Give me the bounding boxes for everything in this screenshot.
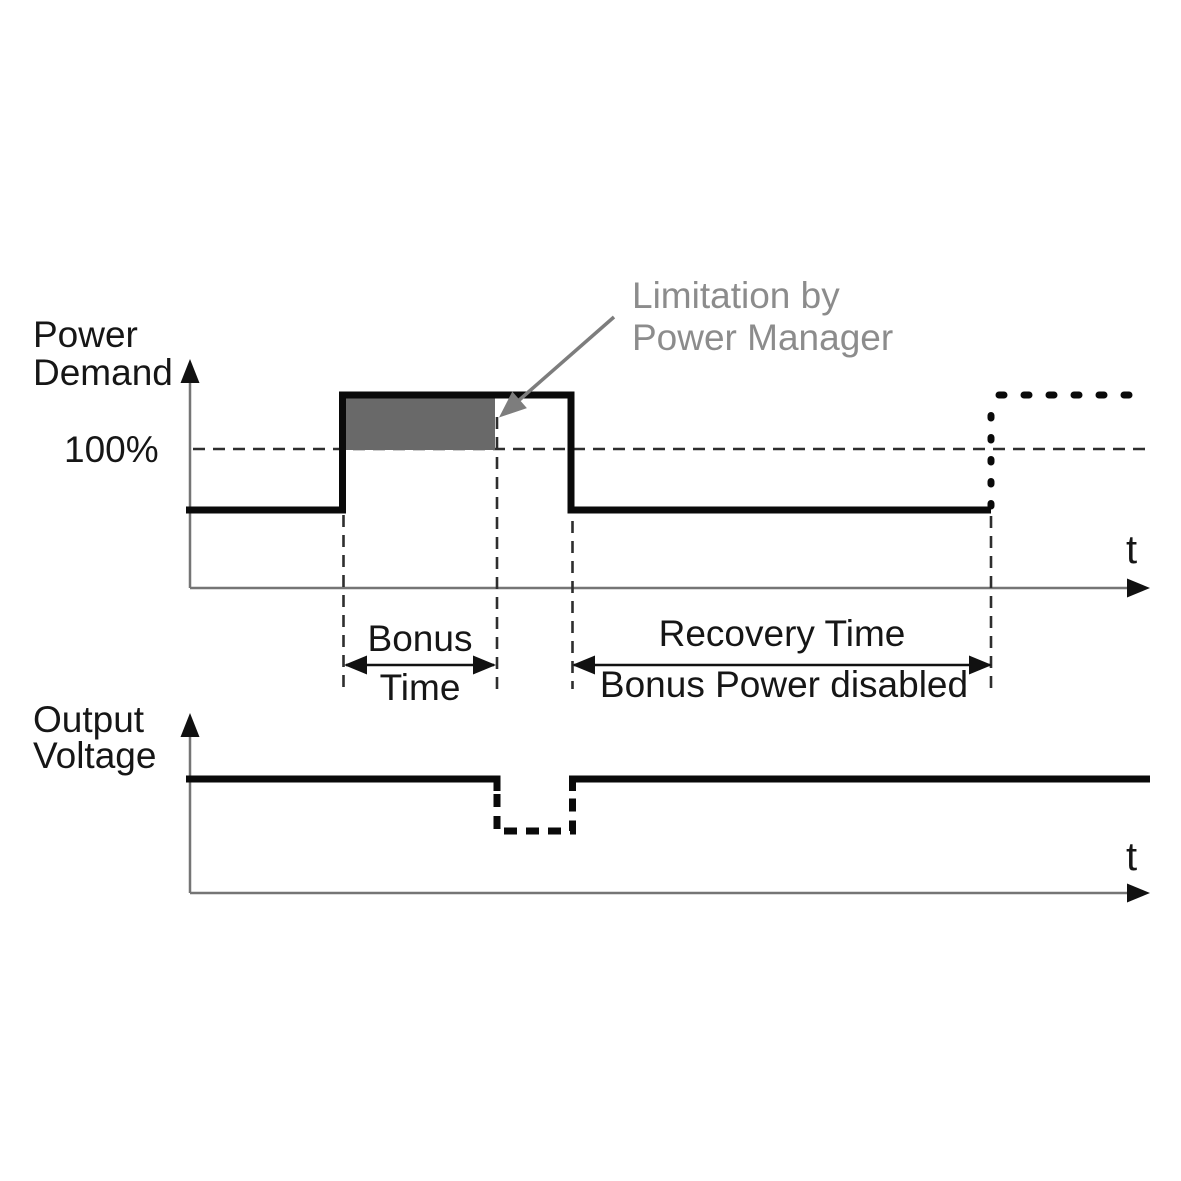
output-voltage-plot	[180, 713, 1150, 903]
voltage-time-axis-label: t	[1126, 835, 1138, 879]
threshold-label: 100%	[64, 429, 159, 470]
power-demand-axis-label-line1: Power	[33, 314, 138, 355]
power-time-axis-label: t	[1126, 528, 1138, 572]
limitation-callout-line	[515, 315, 616, 404]
recovery-arrow-left-head-icon	[572, 655, 595, 675]
output-voltage-axis-label-line1: Output	[33, 699, 145, 740]
limitation-callout-arrowhead-icon	[499, 391, 527, 418]
voltage-curve-left-solid	[186, 775, 501, 791]
power-demand-curve	[186, 391, 991, 514]
bonus-power-limited-region	[345, 398, 495, 450]
recovery-arrow-right-head-icon	[969, 655, 992, 675]
limitation-annotation-line1: Limitation by	[632, 275, 840, 316]
power-demand-axis-label: Power Demand	[33, 316, 173, 392]
recovery-time-label-bottom: Bonus Power disabled	[599, 664, 969, 705]
limitation-annotation-line2: Power Manager	[632, 317, 894, 358]
power-demand-plot	[180, 315, 1150, 689]
bonus-arrow-left-head-icon	[344, 655, 367, 675]
recovery-time-label-top: Recovery Time	[658, 613, 906, 654]
power-demand-axis-label-line2: Demand	[33, 352, 173, 393]
power-y-axis-arrowhead-icon	[180, 359, 200, 383]
voltage-curve-right-solid	[569, 775, 1150, 791]
bonus-time-label-top: Bonus	[367, 618, 473, 659]
limitation-annotation: Limitation by Power Manager	[632, 275, 893, 359]
voltage-time-axis-arrowhead-icon	[1127, 883, 1150, 903]
voltage-dip-dashed	[493, 794, 576, 835]
voltage-y-axis-arrowhead-icon	[180, 713, 200, 737]
output-voltage-axis-label-line2: Voltage	[33, 735, 157, 776]
power-time-axis-arrowhead-icon	[1127, 578, 1150, 598]
output-voltage-axis-label: Output Voltage	[33, 699, 157, 776]
bonus-time-label-bottom: Time	[379, 667, 461, 708]
bonus-arrow-right-head-icon	[473, 655, 496, 675]
